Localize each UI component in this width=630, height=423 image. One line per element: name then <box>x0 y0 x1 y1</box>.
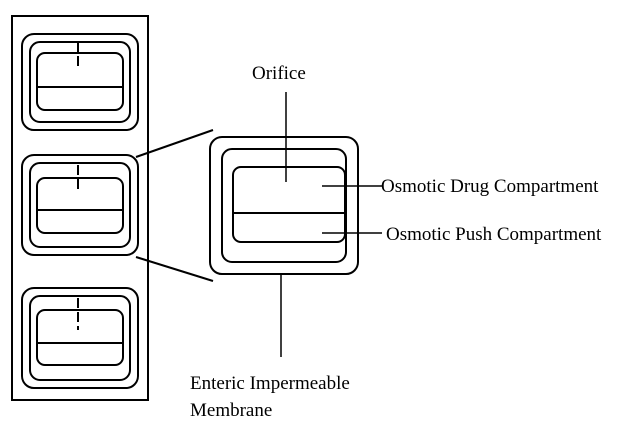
zoom-line-bottom <box>135 256 214 282</box>
enteric-membrane-inner <box>221 148 347 263</box>
zoom-line-top <box>135 129 214 158</box>
tablet-small-3 <box>21 287 139 389</box>
tablet-enlarged <box>209 136 359 275</box>
core-compartments <box>232 166 346 243</box>
push-compartment-label: Osmotic Push Compartment <box>386 224 602 245</box>
orifice-label: Orifice <box>252 63 306 84</box>
tablet-small-2 <box>21 154 139 256</box>
drug-compartment-label: Osmotic Drug Compartment <box>381 176 599 197</box>
membrane-label-line1: Enteric Impermeable <box>190 373 350 394</box>
tablet-small-1 <box>21 33 139 131</box>
tablet-strip-frame <box>11 15 149 401</box>
enteric-membrane-outer <box>209 136 359 275</box>
membrane-label-line2: Membrane <box>190 400 272 421</box>
